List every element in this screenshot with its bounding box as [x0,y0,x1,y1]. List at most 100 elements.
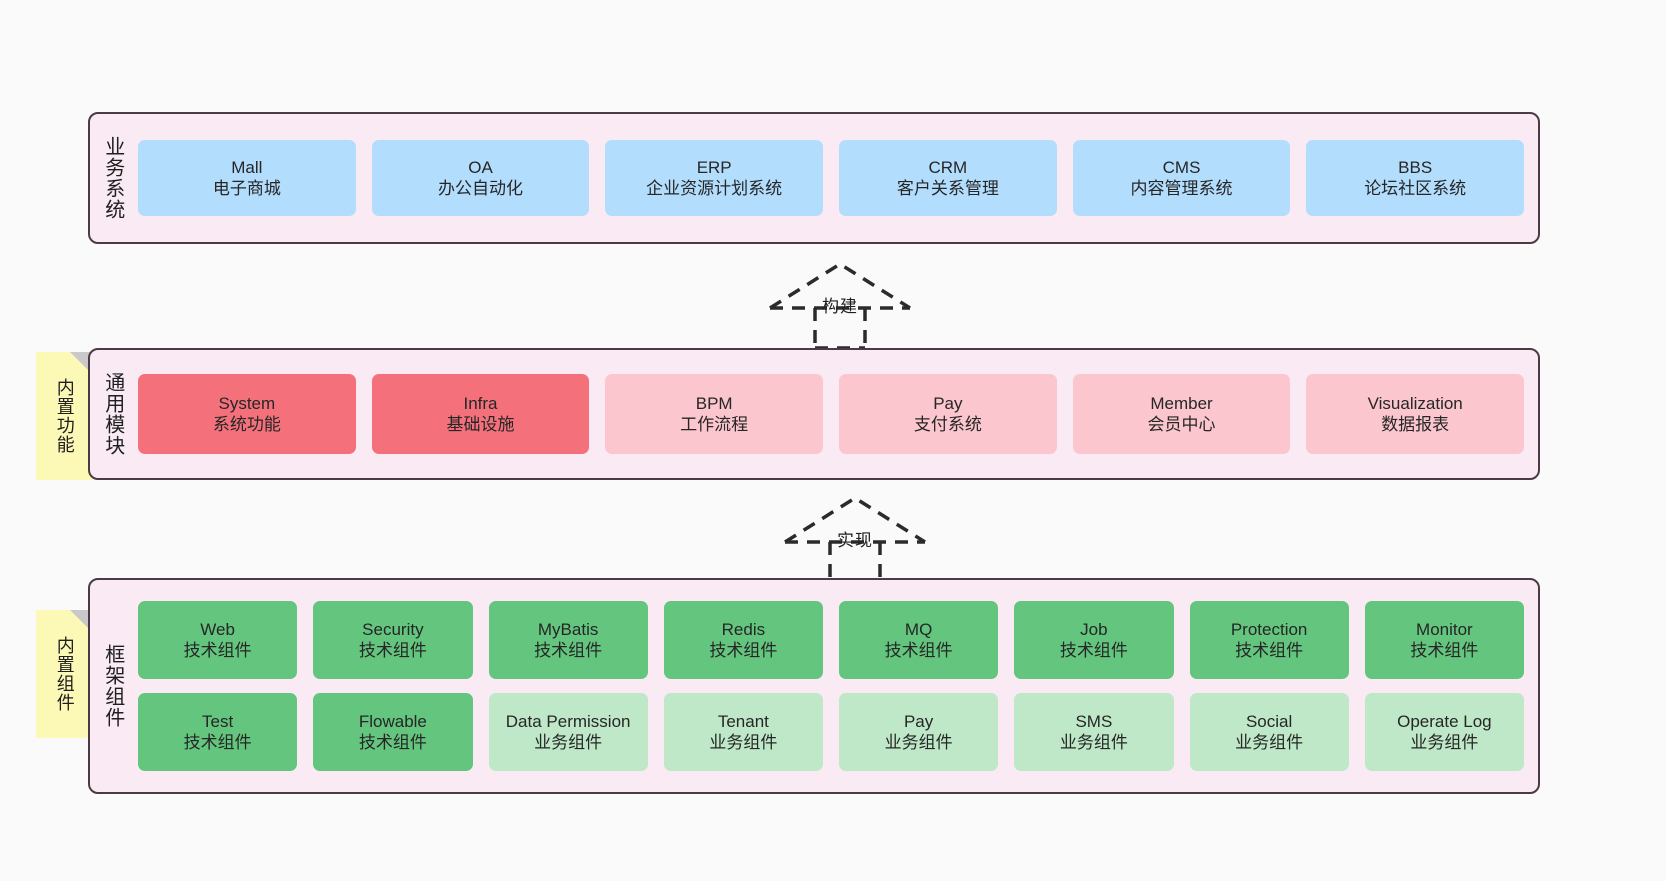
card-monitor[interactable]: Monitor 技术组件 [1364,601,1524,679]
card-subtitle: 电子商城 [212,179,281,198]
layer-body-framework: Web 技术组件 Security 技术组件 MyBatis 技术组件 Redi… [134,580,1538,792]
card-subtitle: 客户关系管理 [896,179,999,198]
card-subtitle: 支付系统 [913,415,982,434]
card-title: Infra [463,393,498,413]
card-subtitle: 办公自动化 [438,179,523,198]
card-member[interactable]: Member 会员中心 [1072,374,1291,454]
card-tenant[interactable]: Tenant 业务组件 [663,693,823,771]
card-subtitle: 技术组件 [534,641,603,660]
card-cms[interactable]: CMS 内容管理系统 [1072,140,1291,216]
card-system[interactable]: System 系统功能 [138,374,356,454]
card-subtitle: 数据报表 [1381,415,1450,434]
card-title: System [218,393,276,413]
card-title: Mall [231,157,263,177]
card-erp[interactable]: ERP 企业资源计划系统 [605,140,824,216]
card-oa[interactable]: OA 办公自动化 [371,140,590,216]
card-subtitle: 业务组件 [709,733,778,752]
layer-title-business: 业务系统 [101,136,124,220]
layer-body-common: System 系统功能 Infra 基础设施 BPM 工作流程 Pay 支付系统… [134,350,1538,478]
card-subtitle: 论坛社区系统 [1364,179,1467,198]
card-subtitle: 业务组件 [1059,733,1128,752]
card-subtitle: 技术组件 [884,641,953,660]
card-security[interactable]: Security 技术组件 [313,601,473,679]
card-bpm[interactable]: BPM 工作流程 [605,374,824,454]
note-label: 内置功能 [54,378,75,454]
card-title: CRM [928,157,968,177]
card-redis[interactable]: Redis 技术组件 [663,601,823,679]
card-web[interactable]: Web 技术组件 [138,601,298,679]
note-builtin-function: 内置功能 [36,352,92,480]
card-title: Redis [721,619,766,639]
card-bbs[interactable]: BBS 论坛社区系统 [1306,140,1525,216]
card-title: Visualization [1367,393,1463,413]
card-row: Test 技术组件 Flowable 技术组件 Data Permission … [138,693,1524,771]
card-flowable[interactable]: Flowable 技术组件 [313,693,473,771]
card-visualization[interactable]: Visualization 数据报表 [1306,374,1525,454]
card-subtitle: 技术组件 [183,733,252,752]
arrow-head-outline [769,261,911,310]
card-title: Data Permission [505,711,631,731]
arrow-head-outline [784,495,926,544]
card-sms[interactable]: SMS 业务组件 [1014,693,1174,771]
card-subtitle: 企业资源计划系统 [646,179,783,198]
card-subtitle: 技术组件 [1059,641,1128,660]
card-title: Monitor [1416,619,1473,639]
card-title: BPM [695,393,733,413]
card-subtitle: 内容管理系统 [1130,179,1233,198]
card-infra[interactable]: Infra 基础设施 [371,374,590,454]
card-crm[interactable]: CRM 客户关系管理 [839,140,1057,216]
card-social[interactable]: Social 业务组件 [1189,693,1349,771]
card-title: Security [362,619,424,639]
arrow-shaft [813,308,867,350]
layer-title-common: 通用模块 [101,372,124,456]
card-subtitle: 技术组件 [358,641,427,660]
card-protection[interactable]: Protection 技术组件 [1189,601,1349,679]
page-fold-icon [70,610,92,632]
card-subtitle: 业务组件 [1410,733,1479,752]
card-title: Tenant [717,711,769,731]
card-subtitle: 业务组件 [534,733,603,752]
card-title: ERP [696,157,732,177]
card-test[interactable]: Test 技术组件 [138,693,298,771]
arrow-build: 构建 [760,258,920,350]
page-fold-icon [70,352,92,374]
card-mybatis[interactable]: MyBatis 技术组件 [488,601,648,679]
card-subtitle: 技术组件 [709,641,778,660]
card-title: Flowable [358,711,427,731]
note-label: 内置组件 [54,636,75,712]
layer-framework-component: 框架组件 Web 技术组件 Security 技术组件 MyBatis 技术组件… [88,578,1540,794]
card-title: Member [1150,393,1213,413]
card-pay[interactable]: Pay 支付系统 [839,374,1057,454]
layer-title-framework: 框架组件 [101,644,124,728]
card-title: MyBatis [537,619,599,639]
card-title: MQ [904,619,933,639]
card-title: Protection [1230,619,1308,639]
card-title: CMS [1162,157,1201,177]
card-mq[interactable]: MQ 技术组件 [839,601,999,679]
note-builtin-component: 内置组件 [36,610,92,738]
card-title: Web [200,619,235,639]
card-operate-log[interactable]: Operate Log 业务组件 [1364,693,1524,771]
card-pay-business[interactable]: Pay 业务组件 [839,693,999,771]
layer-business-system: 业务系统 Mall 电子商城 OA 办公自动化 ERP 企业资源计划系统 CRM… [88,112,1540,244]
card-data-permission[interactable]: Data Permission 业务组件 [488,693,648,771]
card-mall[interactable]: Mall 电子商城 [138,140,356,216]
layer-body-business: Mall 电子商城 OA 办公自动化 ERP 企业资源计划系统 CRM 客户关系… [134,114,1538,242]
card-title: Job [1080,619,1108,639]
card-title: Social [1245,711,1293,731]
arrow-realize: 实现 [775,492,935,584]
card-subtitle: 系统功能 [212,415,281,434]
card-title: SMS [1075,711,1113,731]
card-row: Web 技术组件 Security 技术组件 MyBatis 技术组件 Redi… [138,601,1524,679]
card-subtitle: 基础设施 [446,415,515,434]
card-subtitle: 技术组件 [183,641,252,660]
card-row: Mall 电子商城 OA 办公自动化 ERP 企业资源计划系统 CRM 客户关系… [138,140,1525,216]
card-subtitle: 技术组件 [358,733,427,752]
card-title: BBS [1398,157,1433,177]
card-row: System 系统功能 Infra 基础设施 BPM 工作流程 Pay 支付系统… [138,374,1525,454]
card-title: Test [202,711,234,731]
card-subtitle: 技术组件 [1410,641,1479,660]
layer-common-module: 通用模块 System 系统功能 Infra 基础设施 BPM 工作流程 Pay… [88,348,1540,480]
card-job[interactable]: Job 技术组件 [1014,601,1174,679]
